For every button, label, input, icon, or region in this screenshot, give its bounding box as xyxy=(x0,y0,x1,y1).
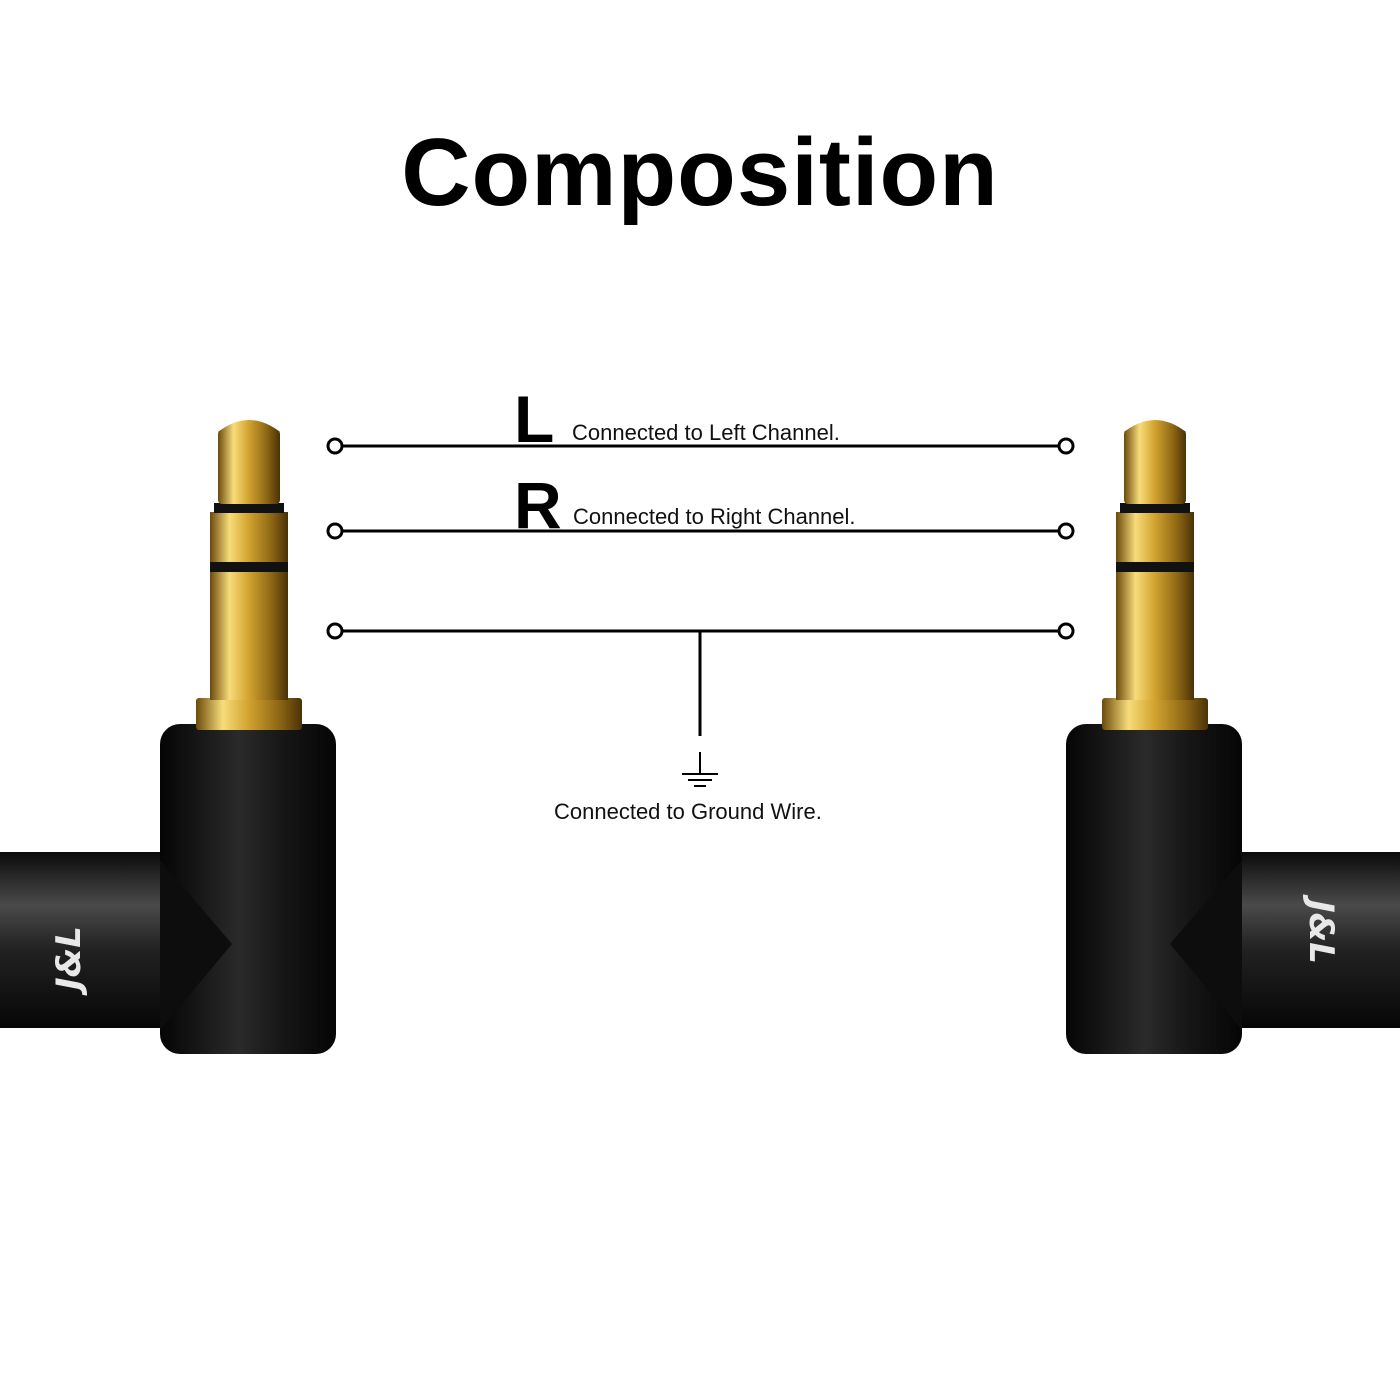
left-gold-tip xyxy=(218,430,280,504)
right-connector: J&L xyxy=(1066,420,1400,1054)
left-channel-label: Connected to Left Channel. xyxy=(572,420,840,445)
ground-label: Connected to Ground Wire. xyxy=(554,799,822,824)
left-body xyxy=(160,724,336,1054)
right-cable-brand: J&L xyxy=(1301,894,1341,964)
right-gold-collar xyxy=(1102,698,1208,730)
wire-right-channel-terminal-a xyxy=(326,522,344,540)
page-title: Composition xyxy=(401,119,999,226)
wire-right-channel xyxy=(326,522,1075,540)
right-insulator-ring-2 xyxy=(1116,562,1194,572)
wire-left-channel-terminal-a xyxy=(326,437,344,455)
right-gold-ring xyxy=(1116,512,1194,562)
left-gold-tip-cap xyxy=(218,420,280,432)
wire-ground xyxy=(326,622,1075,736)
right-gold-sleeve xyxy=(1116,570,1194,700)
left-cable-brand: J&L xyxy=(49,926,89,996)
ground-symbol-icon xyxy=(682,752,718,787)
right-gold-tip-cap xyxy=(1124,420,1186,432)
left-gold-ring xyxy=(210,512,288,562)
right-insulator-ring-1 xyxy=(1120,503,1190,513)
wire-ground-terminal-a xyxy=(326,622,344,640)
right-body xyxy=(1066,724,1242,1054)
left-channel-letter: L xyxy=(514,382,555,456)
left-gold-collar xyxy=(196,698,302,730)
left-connector: J&L xyxy=(0,420,336,1054)
right-channel-label: Connected to Right Channel. xyxy=(573,504,856,529)
left-insulator-ring-1 xyxy=(214,503,284,513)
right-gold-tip xyxy=(1124,430,1186,504)
left-insulator-ring-2 xyxy=(210,562,288,572)
left-body-bevel xyxy=(160,860,232,1030)
wire-left-channel xyxy=(326,437,1075,455)
right-body-bevel xyxy=(1170,860,1242,1030)
wire-right-channel-terminal-b xyxy=(1057,522,1075,540)
wire-ground-terminal-b xyxy=(1057,622,1075,640)
left-gold-sleeve xyxy=(210,570,288,700)
right-channel-letter: R xyxy=(514,468,562,542)
wire-left-channel-terminal-b xyxy=(1057,437,1075,455)
